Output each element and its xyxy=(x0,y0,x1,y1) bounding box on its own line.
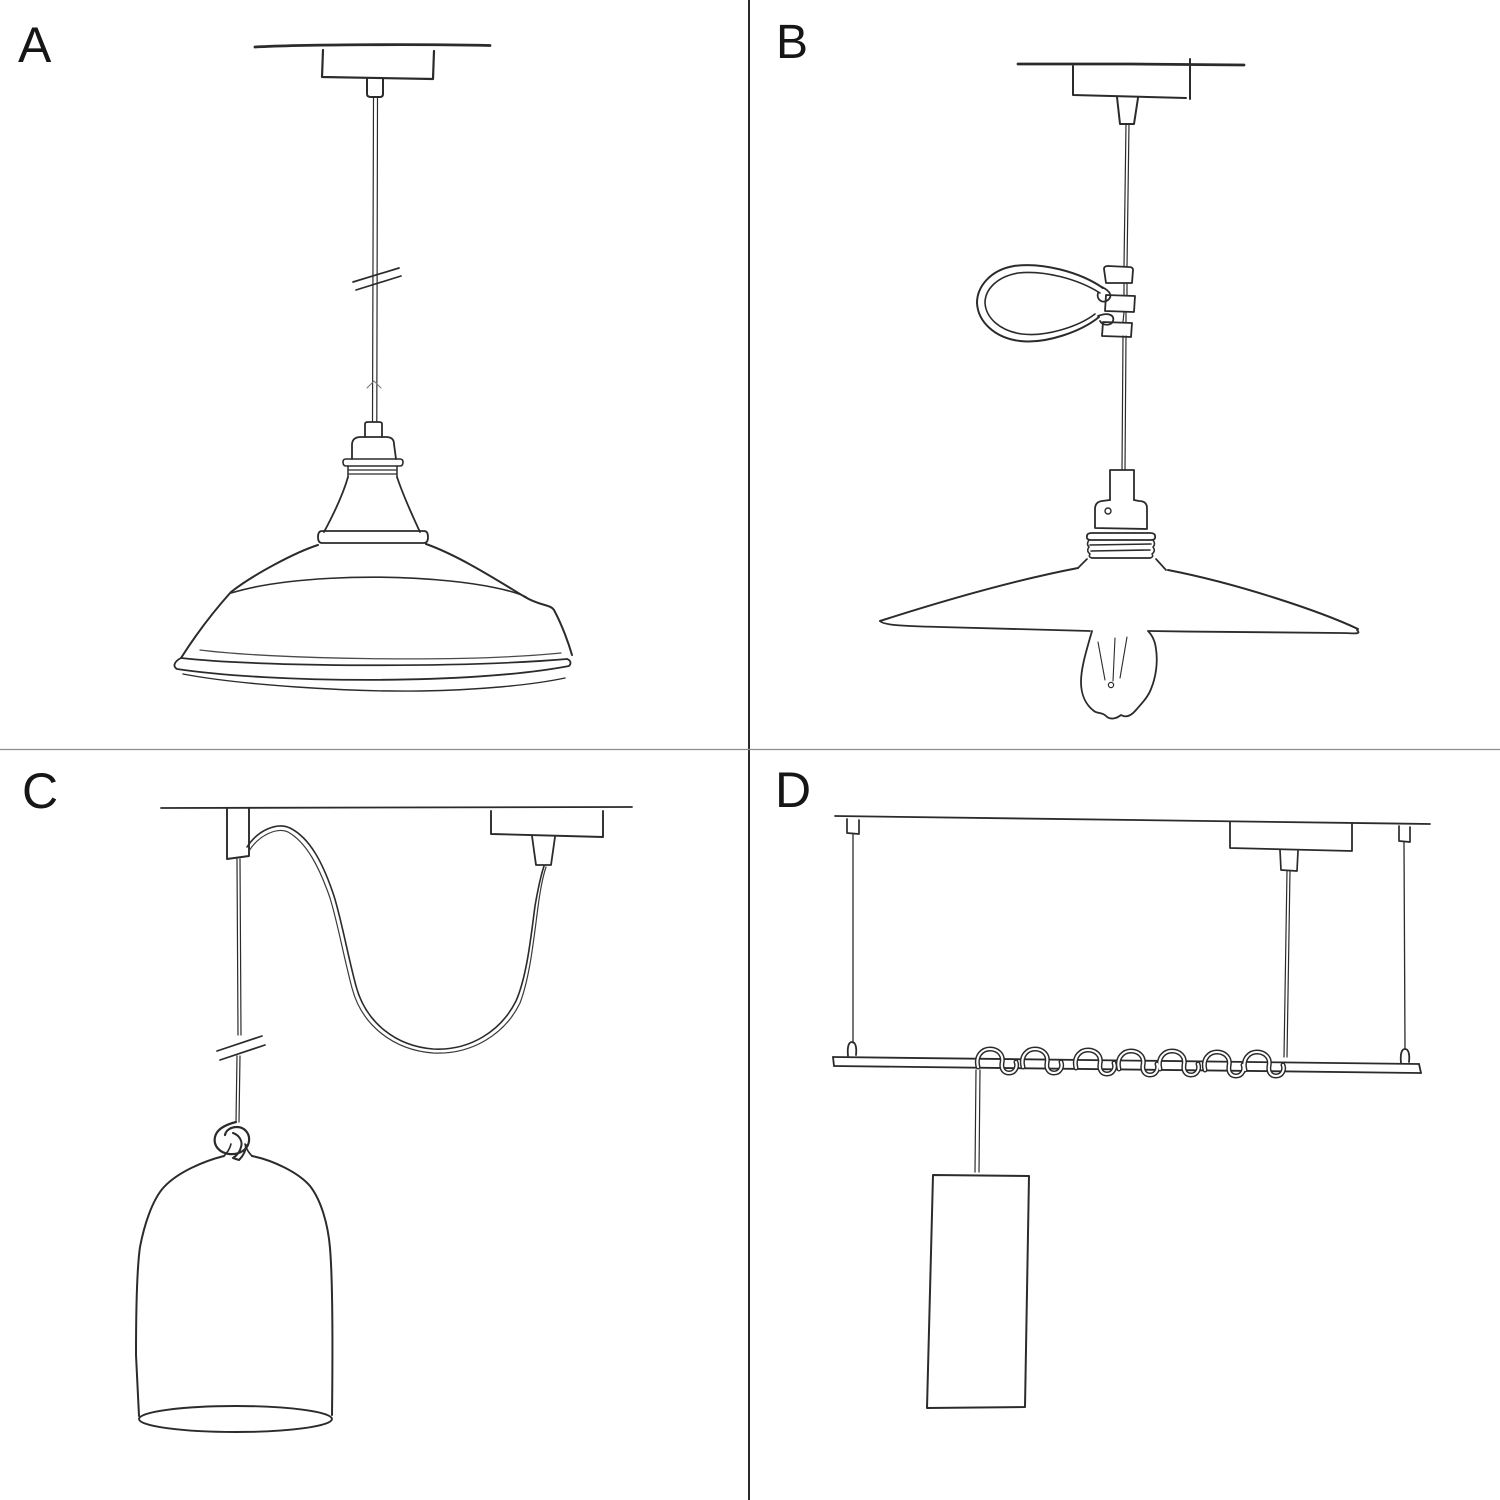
svg-text:D: D xyxy=(775,762,811,818)
svg-text:A: A xyxy=(18,17,52,73)
svg-text:B: B xyxy=(776,16,808,69)
svg-text:C: C xyxy=(22,763,58,819)
